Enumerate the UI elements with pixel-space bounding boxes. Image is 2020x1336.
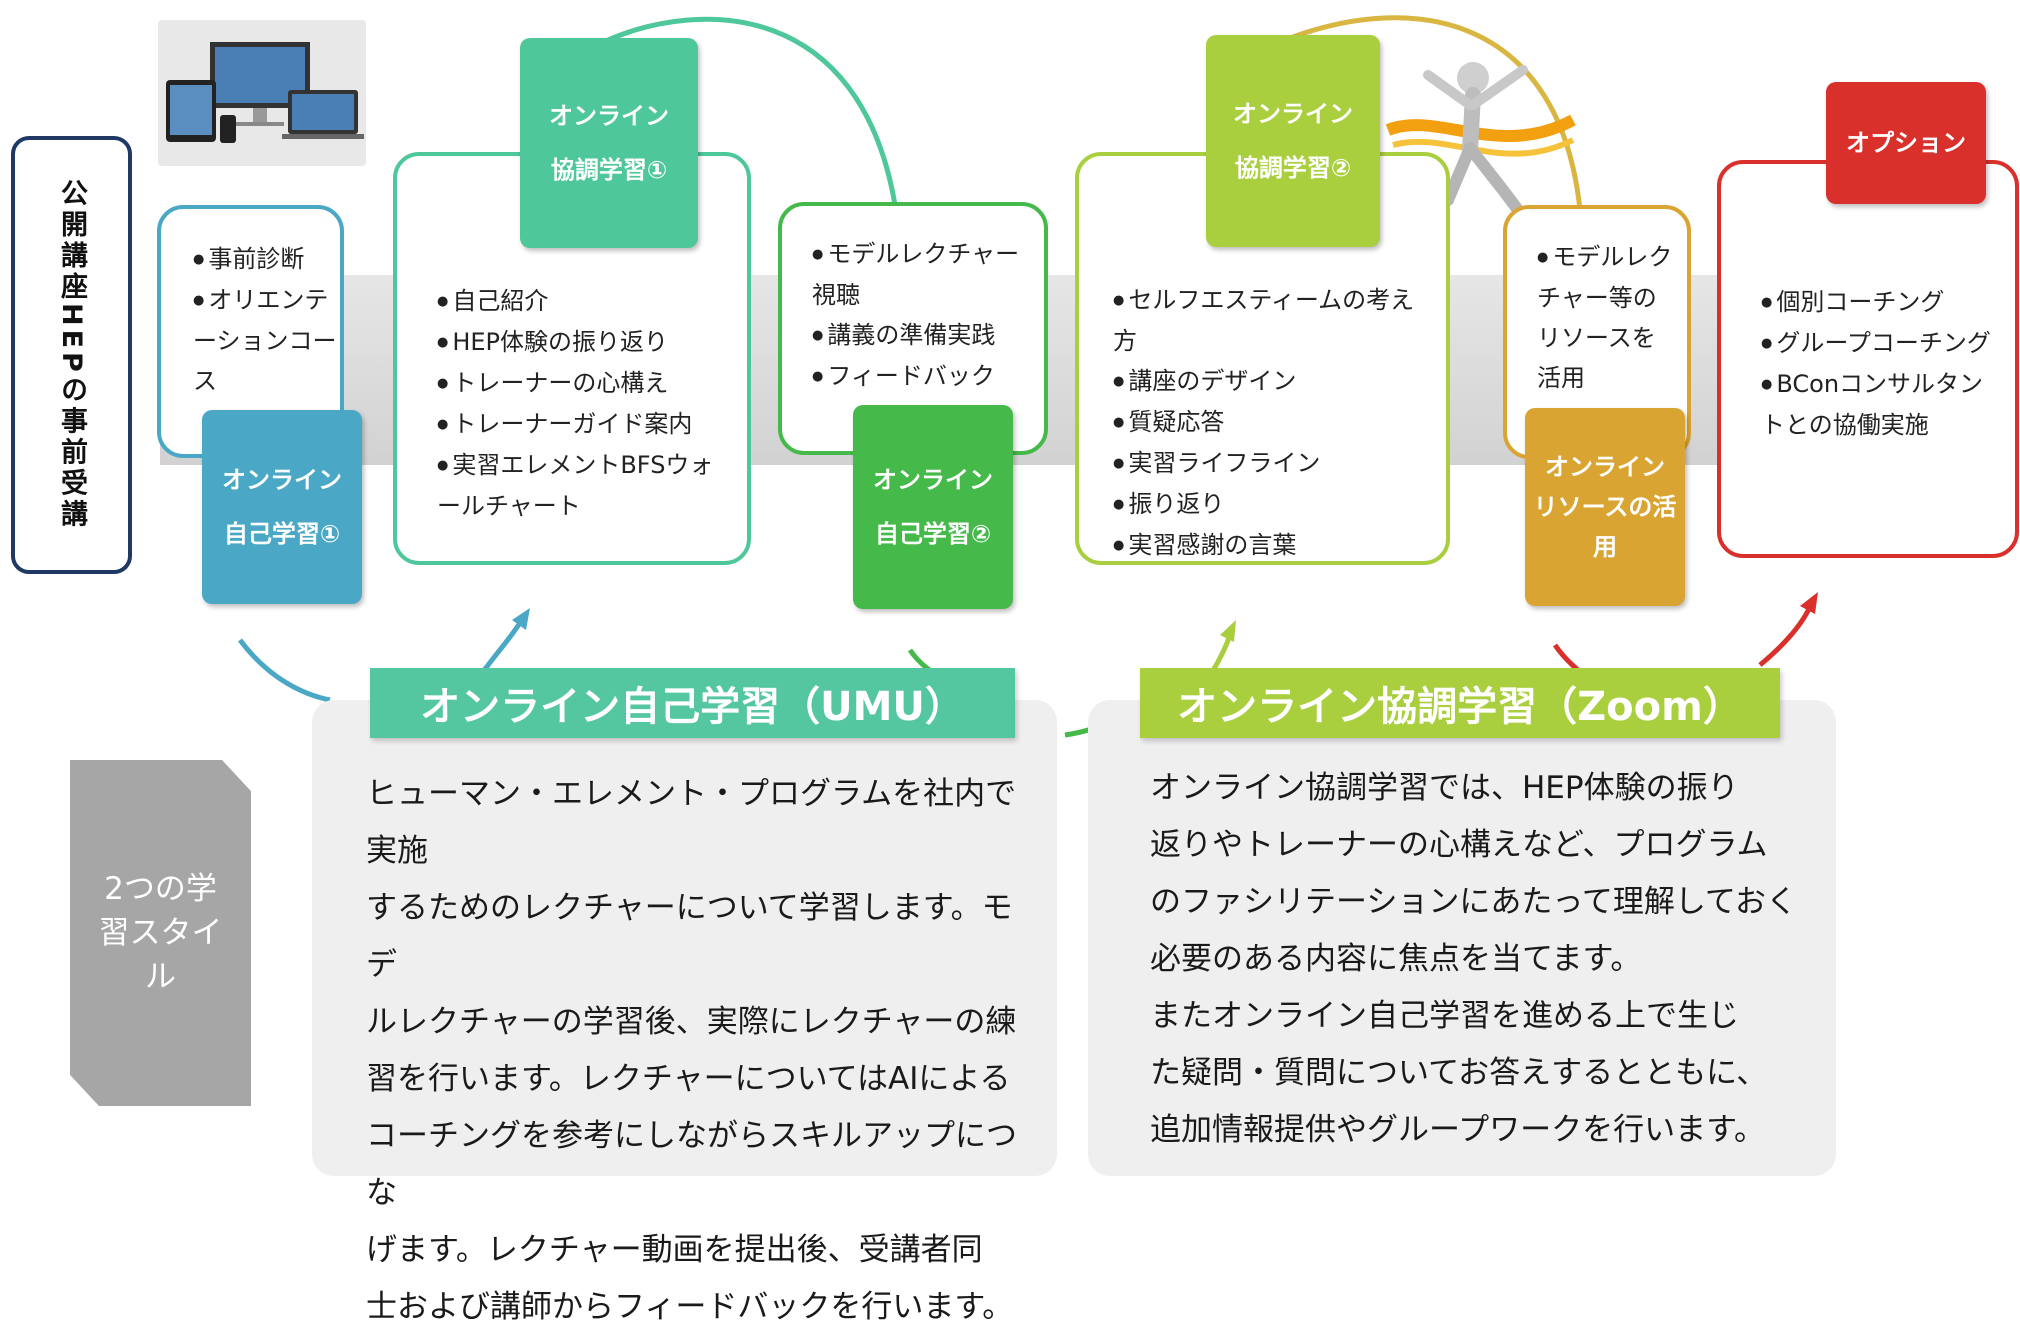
self-study-line: 習を行います。レクチャーについてはAIによる <box>366 1061 1011 1097</box>
stage-5-tag: オンライン リソースの活 用 <box>1525 408 1685 606</box>
arrowhead-1 <box>512 608 530 630</box>
arrowhead-2 <box>1220 620 1236 642</box>
stage-6-item: 個別コーチング <box>1761 282 1995 323</box>
stage-4-item: 質疑応答 <box>1113 402 1426 443</box>
stage-4-item: 実習ライフライン <box>1113 443 1426 484</box>
connector-low-1 <box>238 638 331 703</box>
self-study-line: ルレクチャーの学習後、実際にレクチャーの練 <box>366 1004 1017 1040</box>
devices-image <box>158 20 366 166</box>
stage-2-tag: オンライン 協調学習① <box>520 38 698 248</box>
stage-1-item: 事前診断 <box>193 239 340 280</box>
side-label-box: 公開講座HEPの事前受講 <box>11 136 132 574</box>
stage-5-item: モデルレクチャー等のリソースを活用 <box>1537 237 1675 398</box>
connector-low-7 <box>1758 601 1815 667</box>
stage-6-item: BConコンサルタントとの協働実施 <box>1761 364 1995 445</box>
stage-6-tag: オプション <box>1826 82 1986 204</box>
stage-6-card: 個別コーチング グループコーチング BConコンサルタントとの協働実施 <box>1717 160 2019 558</box>
collab-study-line: 返りやトレーナーの心構えなど、プログラム <box>1150 827 1768 863</box>
stage-2-item: HEP体験の振り返り <box>437 322 727 363</box>
stage-2-item: 自己紹介 <box>437 281 727 322</box>
self-study-title: オンライン自己学習（UMU） <box>370 668 1015 738</box>
stage-4-item: 実習感謝の言葉 <box>1113 525 1426 566</box>
stage-2-item: 実習エレメントBFSウォールチャート <box>437 445 727 526</box>
stage-2-item: トレーナーの心構え <box>437 363 727 404</box>
collab-study-line: またオンライン自己学習を進める上で生じ <box>1150 998 1739 1034</box>
arrowhead-3 <box>1800 592 1818 614</box>
self-study-line: コーチングを参考にしながらスキルアップにつな <box>366 1118 1017 1211</box>
collab-study-panel: オンライン協調学習では、HEP体験の振り 返りやトレーナーの心構えなど、プログラ… <box>1088 700 1836 1176</box>
collab-study-line: オンライン協調学習では、HEP体験の振り <box>1150 770 1739 806</box>
stage-4-item: セルフエスティームの考え方 <box>1113 280 1426 361</box>
connector-arc-1 <box>607 16 898 206</box>
devices-icon <box>166 42 364 143</box>
self-study-line: げます。レクチャー動画を提出後、受講者同 <box>366 1232 983 1268</box>
self-study-panel: ヒューマン・エレメント・プログラムを社内で実施 するためのレクチャーについて学習… <box>312 700 1057 1325</box>
self-study-line: ヒューマン・エレメント・プログラムを社内で実施 <box>366 776 1017 869</box>
runner-icon <box>1385 62 1576 216</box>
stage-3-item: 講義の準備実践 <box>812 315 1030 356</box>
stage-3-item: フィードバック <box>812 356 1030 397</box>
collab-study-title: オンライン協調学習（Zoom） <box>1140 668 1780 738</box>
collab-study-line: のファシリテーションにあたって理解しておく <box>1150 884 1797 920</box>
stage-4-item: 講座のデザイン <box>1113 361 1426 402</box>
self-study-line: 士および講師からフィードバックを行います。 <box>366 1289 1014 1325</box>
stage-6-item: グループコーチング <box>1761 323 1995 364</box>
stage-4-item: 振り返り <box>1113 484 1426 525</box>
stage-3-item: モデルレクチャー視聴 <box>812 234 1030 315</box>
stage-1-item: オリエンテーションコース <box>193 280 340 401</box>
stage-4-tag: オンライン 協調学習② <box>1206 35 1380 247</box>
stage-3-tag: オンライン 自己学習② <box>853 405 1013 609</box>
side-label: 公開講座HEPの事前受講 <box>56 179 87 531</box>
stage-2-item: トレーナーガイド案内 <box>437 404 727 445</box>
self-study-line: するためのレクチャーについて学習します。モデ <box>366 890 1013 983</box>
collab-study-line: 必要のある内容に焦点を当てます。 <box>1150 941 1642 977</box>
stage-1-tag: オンライン 自己学習① <box>202 410 362 604</box>
runner-image <box>1378 40 1578 220</box>
learning-styles-label: 2つの学習スタイル <box>70 760 251 1106</box>
collab-study-line: た疑問・質問についてお答えするとともに、 <box>1150 1055 1768 1091</box>
collab-study-line: 追加情報提供やグループワークを行います。 <box>1150 1112 1766 1148</box>
